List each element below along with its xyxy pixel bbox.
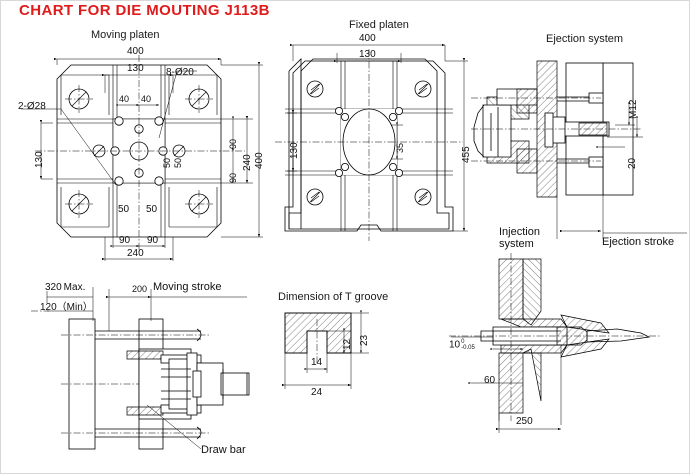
es-dim-20: 20 [627, 157, 638, 169]
fixed-platen-heading: Fixed platen [349, 19, 409, 31]
mp-dim-130-left: 130 [34, 151, 45, 168]
page-title: CHART FOR DIE MOUTING J113B [19, 2, 270, 19]
is-tol-upper: 0 [461, 339, 465, 345]
mp-dim-90-bot-b: 90 [147, 235, 159, 246]
is-dim-60: 60 [484, 375, 496, 386]
mp-dim-240-bot: 240 [127, 248, 144, 259]
tg-dim-23: 23 [359, 334, 370, 346]
mp-dim-400-top: 400 [127, 46, 144, 57]
mp-dim-90-top: 90 [228, 138, 238, 149]
tg-dim-24: 24 [311, 387, 323, 398]
is-dim-250: 250 [516, 416, 533, 427]
injection-system-geometry [449, 253, 661, 433]
fp-dim-130-left: 130 [289, 142, 300, 159]
mp-dim-400-right: 400 [254, 152, 265, 169]
fixed-platen-geometry [275, 43, 468, 241]
t-groove-geometry [282, 310, 369, 389]
mp-label-8-dia20: 8-Ø20 [166, 67, 194, 78]
mp-dim-130-top: 130 [127, 63, 144, 74]
ejection-stroke-label: Ejection stroke [602, 236, 675, 248]
tg-dim-12: 12 [342, 338, 353, 350]
mp-dim-240-right: 240 [242, 154, 253, 171]
injection-system-label-line2: system [499, 238, 534, 250]
ms-dim-120-min: 120（Min） [40, 302, 93, 313]
is-dim-locating-ring: 10 0 -0.05 [449, 339, 475, 351]
mp-dim-90-bot: 90 [228, 172, 238, 183]
mp-dim-50-mid-b: 50 [173, 157, 183, 168]
tg-dim-14: 14 [311, 357, 323, 368]
mp-dim-90-bot-a: 90 [119, 235, 131, 246]
mp-dim-40-b: 40 [141, 94, 152, 104]
injection-system-label-line1: Injection [499, 226, 540, 238]
fp-dim-35: 35 [395, 142, 405, 153]
t-groove-heading: Dimension of T groove [278, 291, 389, 303]
es-dim-m12: M12 [628, 99, 639, 119]
moving-stroke-label: Moving stroke [153, 281, 222, 293]
mp-dim-50-mid-a: 50 [162, 157, 172, 168]
ejection-system-heading: Ejection system [546, 33, 624, 45]
is-tol-lower: -0.05 [461, 345, 475, 351]
ms-dim-320-max: 320 Max. [45, 282, 86, 293]
mp-label-2-dia28: 2-Ø28 [18, 101, 46, 112]
moving-platen-geometry [21, 55, 263, 261]
fp-dim-455: 455 [461, 146, 472, 163]
ejection-system-geometry [471, 60, 687, 239]
moving-platen-heading: Moving platen [91, 29, 160, 41]
moving-stroke-geometry [31, 287, 250, 450]
is-dim-value: 10 [449, 339, 461, 351]
draw-bar-label: Draw bar [201, 444, 246, 456]
mp-dim-40-a: 40 [119, 94, 130, 104]
mp-dim-50-bot-a: 50 [118, 204, 130, 215]
ms-dim-200: 200 [132, 284, 148, 294]
fp-dim-130-top: 130 [359, 49, 376, 60]
fp-dim-400: 400 [359, 33, 376, 44]
mp-dim-50-bot-b: 50 [146, 204, 158, 215]
